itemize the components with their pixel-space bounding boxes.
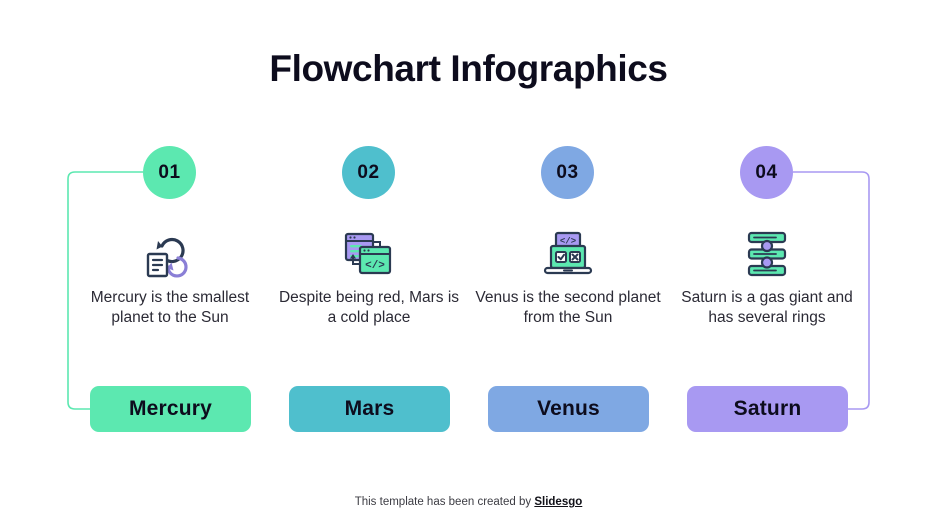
page-title: Flowchart Infographics bbox=[269, 48, 668, 89]
code-windows-icon: </> bbox=[333, 226, 405, 282]
laptop-code-icon: </> bbox=[532, 226, 604, 282]
step-label-mercury[interactable]: Mercury bbox=[90, 386, 251, 432]
step-description-1: Mercury is the smallest planet to the Su… bbox=[90, 289, 250, 326]
step-description-4: Saturn is a gas giant and has several ri… bbox=[681, 289, 853, 326]
svg-text:</>: </> bbox=[560, 237, 576, 247]
step-label-mars[interactable]: Mars bbox=[289, 386, 450, 432]
server-stack-icon bbox=[731, 226, 803, 282]
footer-text: This template has been created by bbox=[354, 496, 535, 508]
step-circle-01[interactable]: 01 bbox=[143, 146, 196, 199]
step-circle-02[interactable]: 02 bbox=[342, 146, 395, 199]
sprint-cycle-icon bbox=[134, 226, 206, 282]
step-description-3: Venus is the second planet from the Sun bbox=[475, 289, 661, 326]
step-circle-03[interactable]: 03 bbox=[541, 146, 594, 199]
step-circle-04[interactable]: 04 bbox=[740, 146, 793, 199]
step-label-saturn[interactable]: Saturn bbox=[687, 386, 848, 432]
footer-credit: This template has been created by Slides… bbox=[0, 496, 937, 508]
step-description-2: Despite being red, Mars is a cold place bbox=[278, 289, 460, 326]
slidesgo-link[interactable]: Slidesgo bbox=[534, 496, 583, 508]
step-label-venus[interactable]: Venus bbox=[488, 386, 649, 432]
svg-text:</>: </> bbox=[365, 260, 385, 272]
